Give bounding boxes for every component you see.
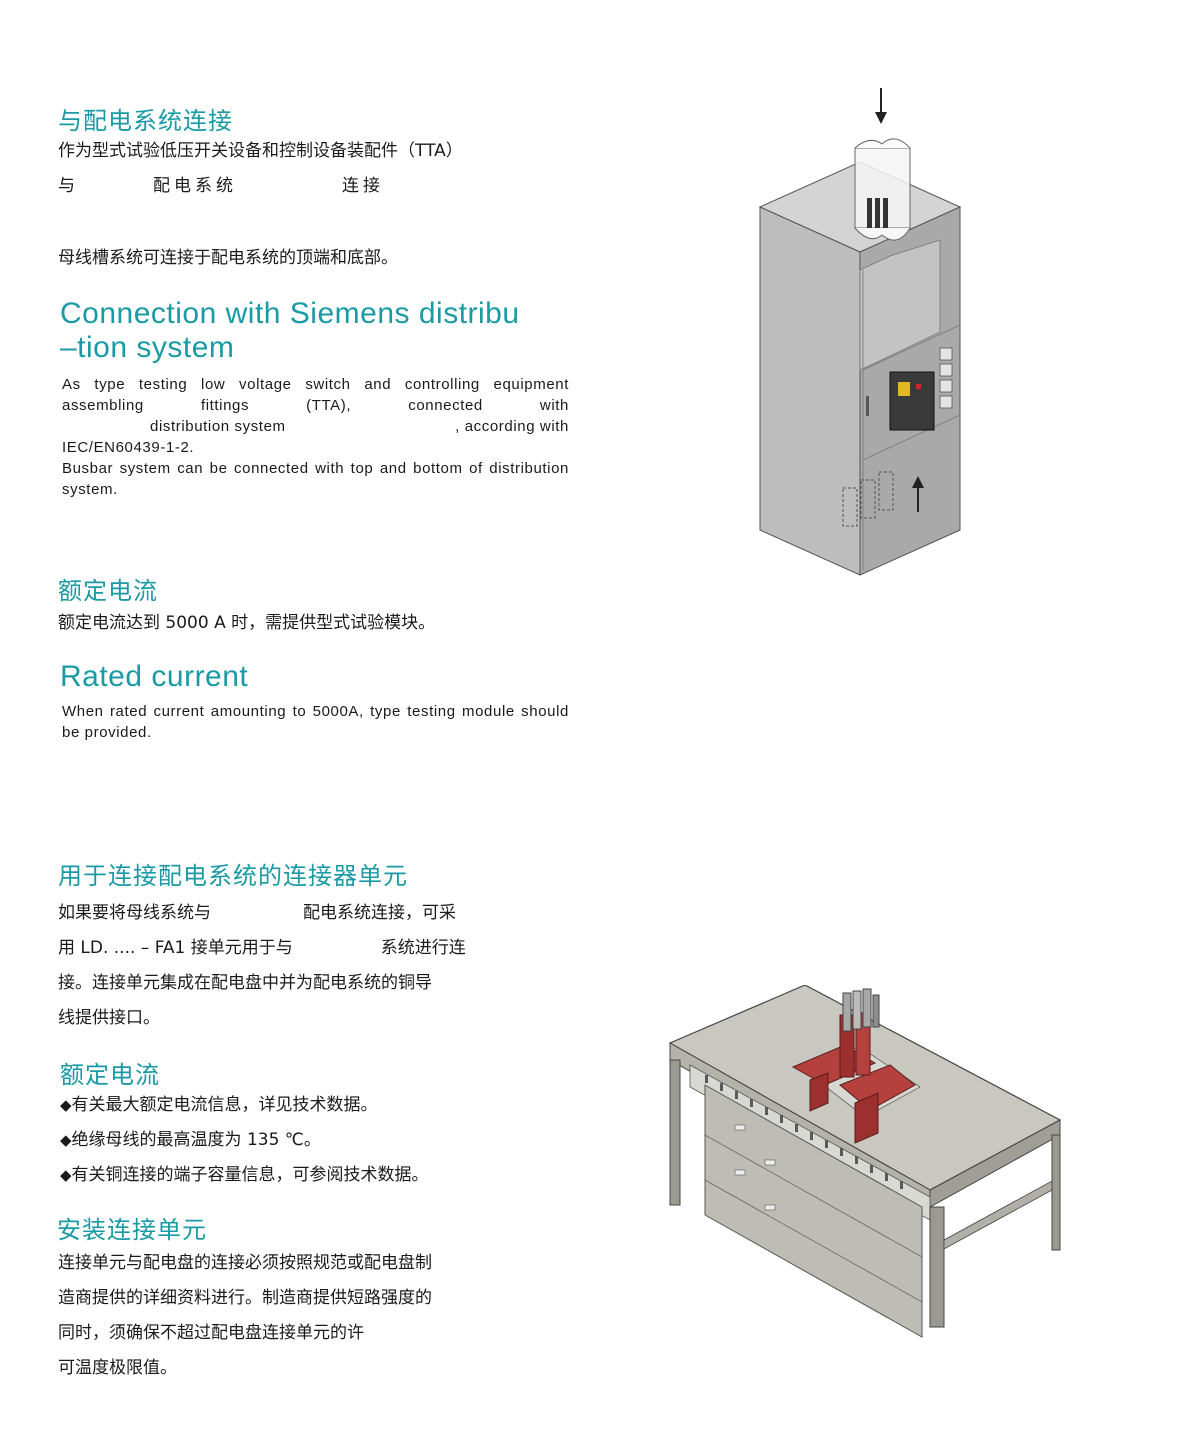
- connector-unit-line2: 用 LD. .... – FA1 接单元用于与 系统进行连: [58, 938, 558, 958]
- section-title-connection-en-2: –tion system: [60, 331, 235, 364]
- connection-text-line2-b: 配电系统: [153, 176, 237, 196]
- rated-current-text-cn: 额定电流达到 5000 A 时，需提供型式试验模块。: [58, 613, 436, 633]
- connector-unit-illustration: [668, 985, 1062, 1338]
- section-title-install-unit: 安装连接单元: [57, 1216, 207, 1244]
- connector-unit-line1-b: 配电系统连接，可采: [303, 903, 456, 923]
- busbar-top: [854, 138, 911, 241]
- install-unit-line: 同时，须确保不超过配电盘连接单元的许: [58, 1323, 364, 1343]
- connector-unit-line1: 如果要将母线系统与 配电系统连接，可采: [58, 903, 558, 923]
- install-unit-line: 可温度极限值。: [58, 1358, 177, 1378]
- install-unit-text: 连接单元与配电盘的连接必须按照规范或配电盘制 造商提供的详细资料进行。制造商提供…: [58, 1253, 432, 1378]
- bullet-text: 有关最大额定电流信息，详见技术数据。: [71, 1095, 378, 1115]
- section-title-connection-cn: 与配电系统连接: [58, 107, 233, 135]
- install-unit-line: 造商提供的详细资料进行。制造商提供短路强度的: [58, 1288, 432, 1308]
- connection-en-p3: IEC/EN60439-1-2.: [62, 439, 195, 456]
- section-title-connection-en-1: Connection with Siemens distribu: [60, 297, 520, 330]
- connection-text-line3: 母线槽系统可连接于配电系统的顶端和底部。: [58, 248, 398, 268]
- up-arrow-icon: [912, 476, 924, 512]
- connection-text-line2-a: 与: [58, 176, 75, 196]
- connection-en-p4: Busbar system can be connected with top …: [62, 460, 569, 498]
- section-title-rated-current-en: Rated current: [60, 660, 249, 693]
- connection-en-p2-b: , according with: [455, 418, 569, 435]
- connector-unit-line3: 接。连接单元集成在配电盘中并为配电系统的铜导: [58, 973, 432, 993]
- connection-en-p1: As type testing low voltage switch and c…: [62, 376, 569, 414]
- section-title-connection-en: Connection with Siemens distribu –tion s…: [60, 297, 580, 365]
- connection-text-line1: 作为型式试验低压开关设备和控制设备装配件（TTA）: [58, 141, 463, 161]
- connector-unit-line4: 线提供接口。: [58, 1008, 160, 1028]
- section-title-rated-current-cn: 额定电流: [58, 577, 158, 605]
- bullet-diamond-icon: ◆: [60, 1131, 72, 1149]
- section-title-connector-unit: 用于连接配电系统的连接器单元: [58, 862, 408, 890]
- connection-en-p2: distribution system , according with: [62, 416, 569, 437]
- install-unit-line: 连接单元与配电盘的连接必须按照规范或配电盘制: [58, 1253, 432, 1273]
- bullet-item: ◆有关铜连接的端子容量信息，可参阅技术数据。: [60, 1165, 429, 1185]
- bullet-diamond-icon: ◆: [60, 1166, 72, 1184]
- rated-current-bullets: ◆有关最大额定电流信息，详见技术数据。 ◆绝缘母线的最高温度为 135 ℃。 ◆…: [60, 1095, 429, 1185]
- connector-unit-line2-b: 系统进行连: [380, 938, 466, 958]
- busbar-bottom: [842, 471, 894, 527]
- section-title-rated-current-2: 额定电流: [60, 1061, 160, 1089]
- bullet-item: ◆有关最大额定电流信息，详见技术数据。: [60, 1095, 429, 1115]
- bullet-item: ◆绝缘母线的最高温度为 135 ℃。: [60, 1130, 429, 1150]
- connection-en-paragraph: As type testing low voltage switch and c…: [62, 374, 569, 500]
- bullet-text: 有关铜连接的端子容量信息，可参阅技术数据。: [71, 1165, 429, 1185]
- bullet-text: 绝缘母线的最高温度为 135 ℃。: [71, 1130, 321, 1150]
- copper-connector: [791, 988, 921, 1144]
- connection-text-line2-c: 连接: [342, 176, 384, 196]
- connector-unit-text: 如果要将母线系统与 配电系统连接，可采 用 LD. .... – FA1 接单元用…: [58, 903, 558, 1028]
- down-arrow-icon: [875, 88, 887, 124]
- connection-text-line2: 与 配电系统 连接: [58, 176, 578, 196]
- rated-current-text-en: When rated current amounting to 5000A, t…: [62, 703, 569, 741]
- connector-unit-line2-a: 用 LD. .... – FA1 接单元用于与: [58, 938, 293, 958]
- connection-en-p2-a: distribution system: [150, 418, 286, 435]
- connector-unit-line1-a: 如果要将母线系统与: [58, 903, 211, 923]
- distribution-cabinet-illustration: [758, 88, 962, 576]
- bullet-diamond-icon: ◆: [60, 1096, 72, 1114]
